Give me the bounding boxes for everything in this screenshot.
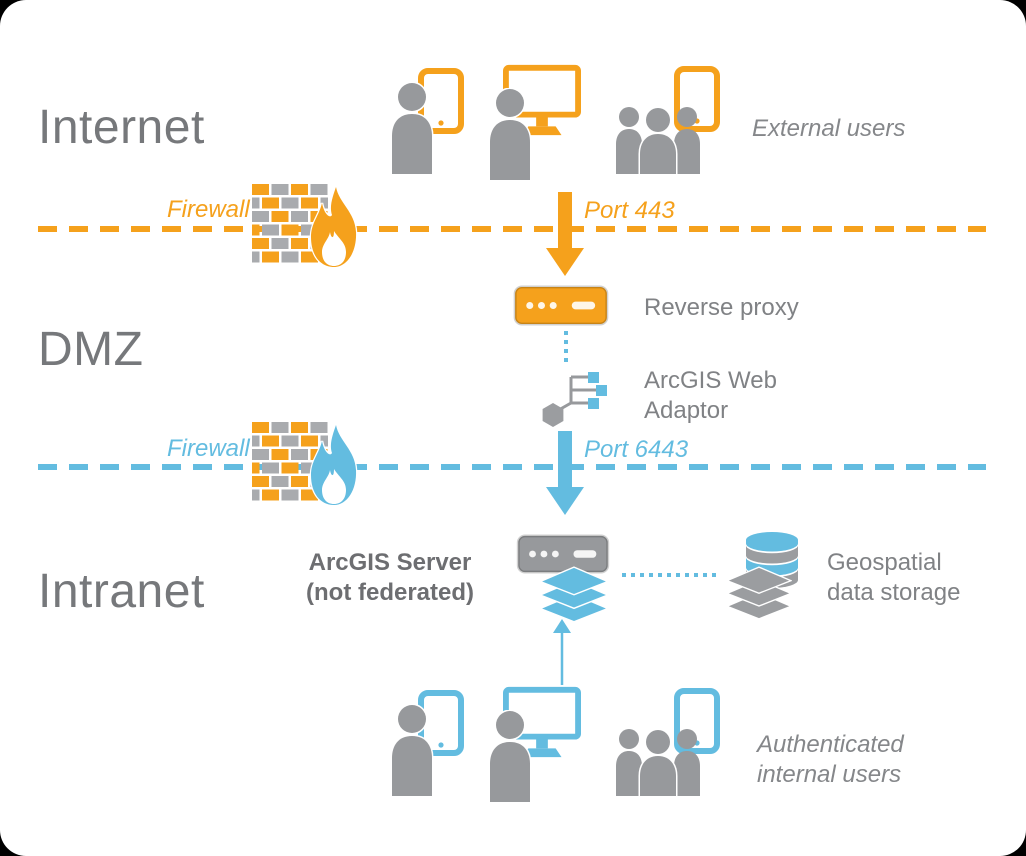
reverse-proxy-label: Reverse proxy bbox=[644, 294, 799, 321]
firewall-top-label: Firewall bbox=[167, 196, 250, 223]
internal-users-arrow-icon bbox=[552, 619, 572, 685]
internal-user-person-icon bbox=[388, 704, 436, 796]
port-6443-arrow-icon bbox=[546, 431, 584, 515]
web-adaptor-icon bbox=[537, 365, 613, 429]
firewall-bottom-label: Firewall bbox=[167, 435, 250, 462]
geospatial-layers-icon bbox=[726, 566, 792, 619]
external-user-person-icon bbox=[388, 82, 436, 174]
external-user-group-icon bbox=[612, 106, 704, 174]
zone-label-internet: Internet bbox=[38, 101, 205, 154]
internal-users-caption: Authenticated internal users bbox=[757, 731, 904, 788]
arcgis-server-title: ArcGIS Server bbox=[308, 549, 472, 576]
port-443-label: Port 443 bbox=[584, 197, 675, 224]
firewall-bottom-icon bbox=[252, 422, 368, 508]
server-storage-connector bbox=[622, 573, 720, 577]
port-443-arrow-icon bbox=[546, 192, 584, 276]
firewall-boundary-line-bottom bbox=[38, 464, 986, 470]
external-users-caption: External users bbox=[752, 115, 906, 142]
data-storage-label: Geospatial data storage bbox=[827, 549, 961, 606]
internal-user-group-icon bbox=[612, 728, 704, 796]
arcgis-server-label: ArcGIS Server (not federated) bbox=[292, 548, 488, 608]
internal-user-person2-icon bbox=[486, 710, 534, 802]
firewall-boundary-line-top bbox=[38, 226, 986, 232]
reverse-proxy-icon bbox=[512, 285, 610, 326]
proxy-adaptor-connector bbox=[564, 331, 568, 363]
zone-label-intranet: Intranet bbox=[38, 565, 205, 618]
web-adaptor-label: ArcGIS Web Adaptor bbox=[644, 367, 777, 424]
zone-label-dmz: DMZ bbox=[38, 323, 144, 376]
arcgis-server-subtitle: (not federated) bbox=[306, 579, 474, 606]
port-6443-label: Port 6443 bbox=[584, 436, 689, 463]
external-user-person2-icon bbox=[486, 88, 534, 180]
firewall-top-icon bbox=[252, 184, 368, 270]
arcgis-server-layers-icon bbox=[539, 566, 609, 622]
